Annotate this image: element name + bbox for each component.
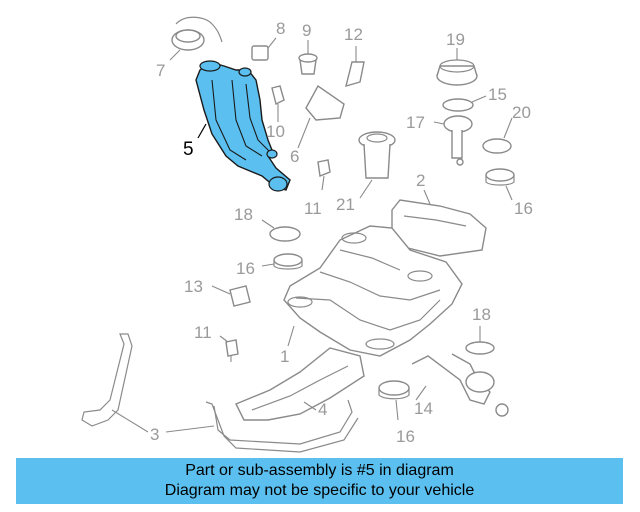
parts-diagram: 7 8 9 12 19 15 17 20 <box>81 16 533 453</box>
part-16-seal-mid <box>261 253 303 270</box>
callout-19: 19 <box>446 30 465 49</box>
part-3-tank-straps <box>81 333 359 453</box>
callout-13: 13 <box>184 277 203 296</box>
callout-17: 17 <box>406 113 425 132</box>
callout-16-upper: 16 <box>514 199 533 218</box>
part-18-ring-lower <box>465 326 495 355</box>
callout-5: 5 <box>183 139 194 160</box>
callout-8: 8 <box>276 19 285 38</box>
callout-11-upper: 11 <box>304 199 322 218</box>
part-20-ring <box>482 117 513 154</box>
part-14-filler-pipe <box>411 353 509 417</box>
part-18-ring-upper <box>261 219 301 242</box>
part-9-valve <box>298 40 318 75</box>
callout-6: 6 <box>290 147 299 166</box>
part-5-canister-highlighted <box>195 60 291 192</box>
part-4-heat-shield <box>235 347 365 421</box>
callout-4: 4 <box>318 400 327 419</box>
callout-18-lower: 18 <box>472 305 491 324</box>
callout-7: 7 <box>156 61 165 80</box>
callout-11-lower: 11 <box>194 323 212 342</box>
callout-3: 3 <box>150 425 159 444</box>
part-7-filler-cap <box>169 16 223 61</box>
callout-1: 1 <box>280 347 289 366</box>
part-10-connector <box>271 85 285 122</box>
part-19-lock-ring <box>436 48 478 86</box>
info-banner: Part or sub-assembly is #5 in diagram Di… <box>16 458 623 504</box>
part-11-valve-upper <box>317 159 331 191</box>
callout-9: 9 <box>302 21 311 40</box>
callout-16-lower: 16 <box>396 427 415 446</box>
part-12-bracket <box>345 46 365 88</box>
callout-2: 2 <box>416 171 425 190</box>
callout-18-upper: 18 <box>234 205 253 224</box>
part-16-seal-lower <box>378 380 410 421</box>
part-2-tank-upper <box>391 189 487 257</box>
part-17-sender-unit <box>433 115 473 166</box>
callout-15: 15 <box>488 85 507 104</box>
part-13-fitting <box>211 285 251 307</box>
part-8-clip <box>251 37 277 61</box>
callout-14: 14 <box>414 399 433 418</box>
part-15-seal <box>442 95 487 112</box>
part-21-fuel-pump <box>358 131 396 199</box>
part-16-seal-upper <box>485 168 515 201</box>
part-11-valve-lower <box>219 335 239 362</box>
callout-16-mid: 16 <box>236 259 255 278</box>
callout-20: 20 <box>512 103 531 122</box>
banner-line-1: Part or sub-assembly is #5 in diagram <box>185 462 454 479</box>
callout-12: 12 <box>344 25 363 44</box>
callout-21: 21 <box>336 195 355 214</box>
callout-10: 10 <box>266 122 285 141</box>
part-6-shield <box>297 84 345 149</box>
banner-line-2: Diagram may not be specific to your vehi… <box>164 482 475 499</box>
part-1-fuel-tank <box>283 225 463 357</box>
